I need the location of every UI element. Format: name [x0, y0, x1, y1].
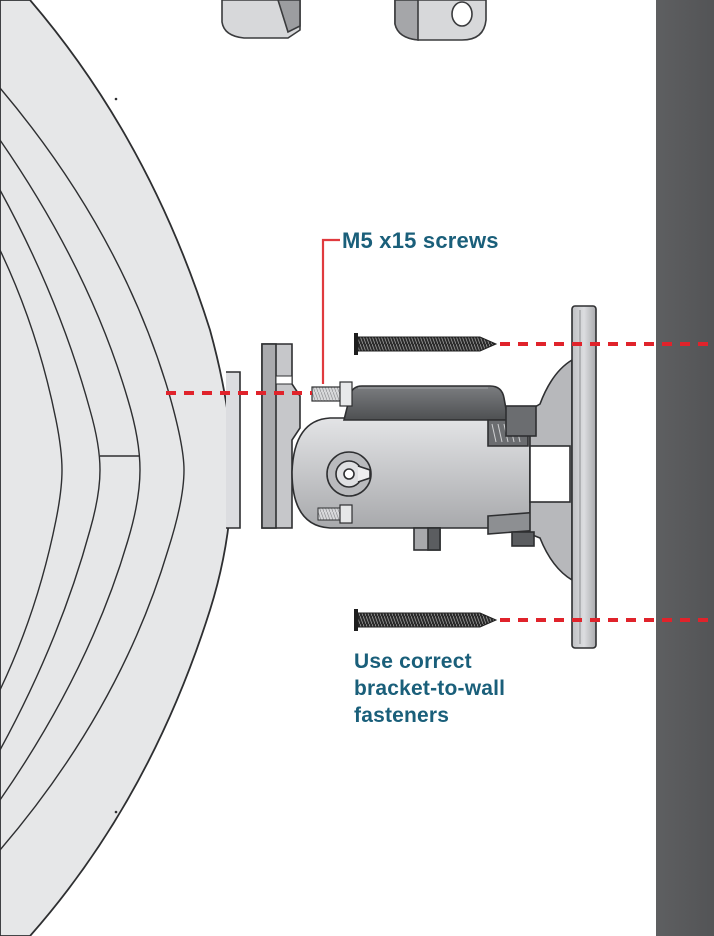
- top-brackets: [221, 0, 487, 41]
- bracket-arm: [261, 343, 541, 551]
- fasteners-label-line-2: bracket-to-wall: [354, 677, 506, 700]
- m5-screw: [311, 381, 353, 407]
- wall: [656, 0, 714, 936]
- wall-screw-upper: [354, 333, 498, 355]
- fasteners-label-line-1: Use correct: [354, 650, 472, 673]
- wall-plate: [505, 305, 597, 649]
- fasteners-label: Use correct bracket-to-wall fasteners: [354, 648, 554, 729]
- fasteners-label-line-3: fasteners: [354, 704, 450, 727]
- leader-line: [321, 238, 340, 384]
- speaker-body: [0, 0, 241, 936]
- screws-label: M5 x15 screws: [342, 228, 499, 253]
- wall-screw-lower: [354, 609, 498, 631]
- alignment-lines: [166, 342, 714, 622]
